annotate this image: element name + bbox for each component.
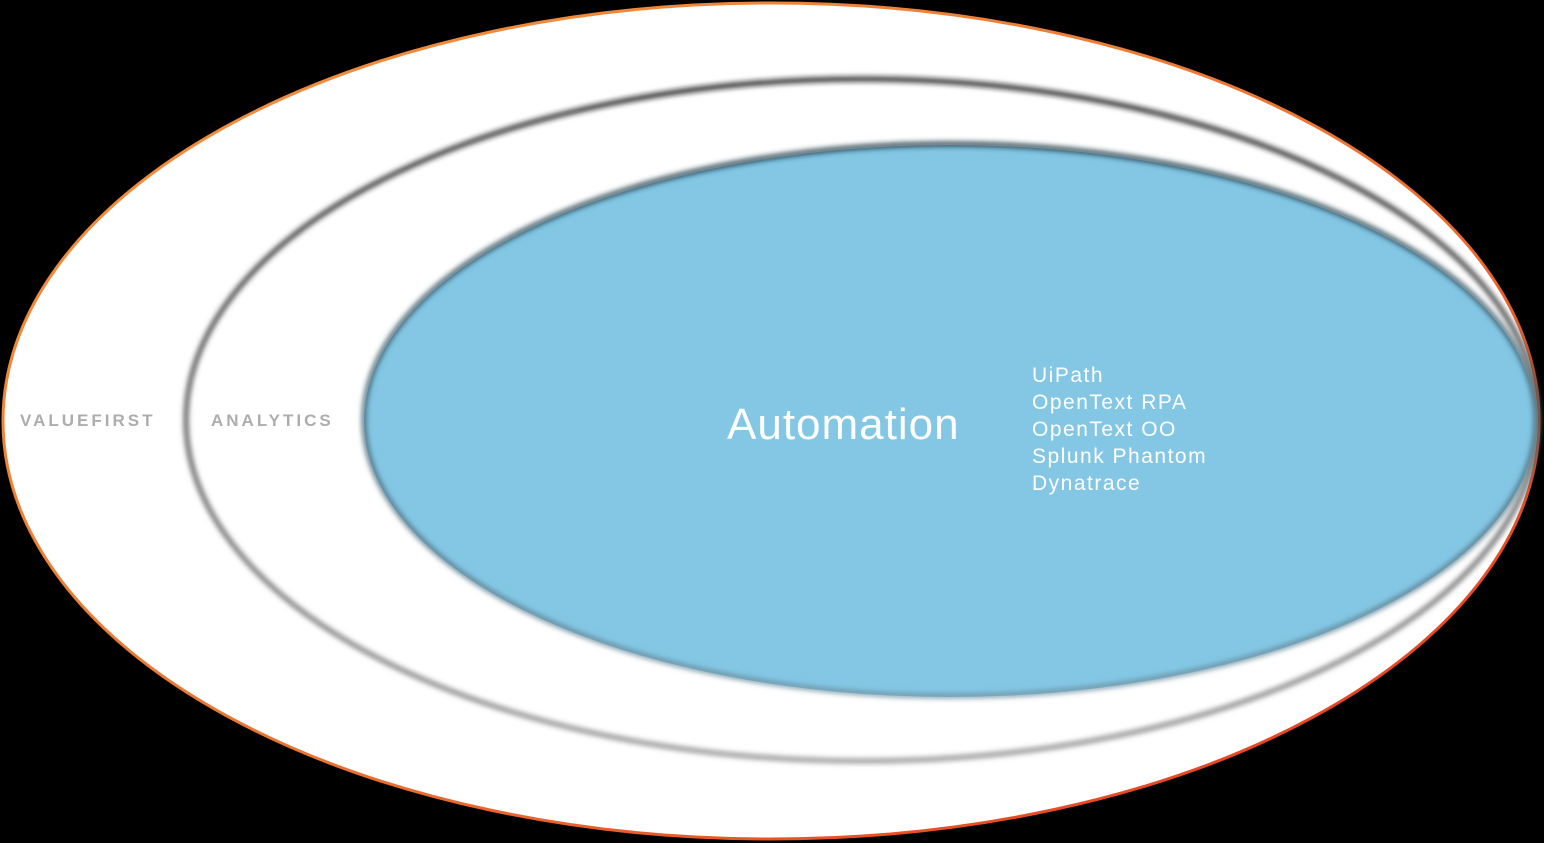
- ring-label-analytics: ANALYTICS: [211, 411, 334, 430]
- ring-label-automation: Automation: [727, 400, 960, 449]
- inner-ellipse-edge-shadow: [361, 141, 1539, 699]
- tool-item-opentext-oo: OpenText OO: [1032, 418, 1177, 441]
- automation-tool-list: UiPath OpenText RPA OpenText OO Splunk P…: [1032, 362, 1207, 497]
- tool-item-uipath: UiPath: [1032, 364, 1105, 387]
- tool-item-opentext-rpa: OpenText RPA: [1032, 391, 1188, 414]
- ring-label-valuefirst: VALUEFIRST: [20, 411, 156, 430]
- inner-ellipse-automation: [364, 145, 1536, 697]
- tool-item-splunk-phantom: Splunk Phantom: [1032, 445, 1208, 468]
- tool-item-dynatrace: Dynatrace: [1032, 472, 1142, 495]
